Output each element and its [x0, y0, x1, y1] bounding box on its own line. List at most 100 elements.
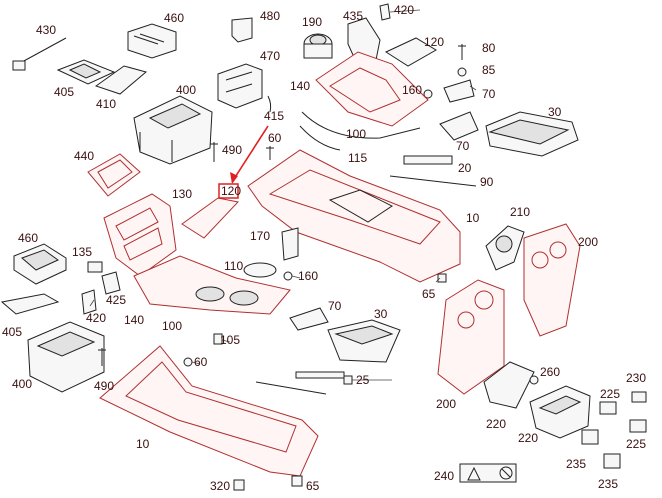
label-200-lower[interactable]: 200 [436, 397, 456, 411]
label-405-lower[interactable]: 405 [2, 325, 22, 339]
label-425[interactable]: 425 [106, 293, 126, 307]
label-230[interactable]: 230 [626, 371, 646, 385]
label-490-top[interactable]: 490 [222, 143, 242, 157]
label-10-lower[interactable]: 10 [136, 437, 150, 451]
part-430-cable [12, 37, 67, 71]
label-235-a[interactable]: 235 [566, 457, 586, 471]
label-115[interactable]: 115 [348, 151, 367, 165]
part-60-screw-lower [183, 357, 193, 367]
label-20-top[interactable]: 20 [458, 161, 472, 175]
label-235-b[interactable]: 235 [598, 477, 618, 491]
part-65-clip-upper [437, 273, 447, 283]
label-240[interactable]: 240 [434, 469, 454, 483]
label-220-switch[interactable]: 220 [518, 431, 538, 445]
label-400-top[interactable]: 400 [176, 83, 196, 97]
label-200-top[interactable]: 200 [578, 235, 598, 249]
part-140-cupholder-cover [133, 255, 291, 315]
part-210-vent [485, 225, 525, 271]
label-30-lower[interactable]: 30 [374, 307, 388, 321]
part-235-switch-a [581, 429, 599, 445]
part-200-upper-panel [523, 223, 581, 337]
part-160-top [423, 89, 433, 99]
label-225-b[interactable]: 225 [626, 437, 646, 451]
part-225-switch-a [599, 401, 617, 415]
label-260[interactable]: 260 [540, 365, 560, 379]
part-220-bin [483, 361, 535, 409]
label-140-lower[interactable]: 140 [124, 313, 144, 327]
label-480[interactable]: 480 [260, 9, 280, 23]
part-405-mat-top [56, 59, 116, 85]
label-80[interactable]: 80 [482, 41, 496, 55]
part-440-bezel [87, 153, 141, 197]
label-415[interactable]: 415 [264, 109, 284, 123]
label-490-lower[interactable]: 490 [94, 379, 114, 393]
part-135-clip [87, 261, 103, 273]
label-470[interactable]: 470 [260, 49, 280, 63]
label-60-top[interactable]: 60 [268, 131, 282, 145]
label-170[interactable]: 170 [250, 229, 270, 243]
label-25[interactable]: 25 [356, 373, 370, 387]
label-70-lower[interactable]: 70 [328, 299, 342, 313]
label-460-lower[interactable]: 460 [18, 231, 38, 245]
part-460-top [127, 23, 177, 59]
label-135[interactable]: 135 [72, 245, 92, 259]
label-65-lower[interactable]: 65 [306, 479, 320, 493]
label-220-bin[interactable]: 220 [486, 417, 506, 431]
part-240-warning-label [459, 463, 517, 483]
label-225-a[interactable]: 225 [600, 387, 620, 401]
label-160-lower[interactable]: 160 [298, 269, 318, 283]
label-130[interactable]: 130 [172, 187, 192, 201]
part-220-switch-block [529, 385, 591, 439]
part-70-latch-top [443, 79, 475, 103]
label-30-top[interactable]: 30 [548, 105, 562, 119]
part-90-wire [389, 175, 477, 187]
part-115-strip [299, 125, 341, 151]
label-110[interactable]: 110 [224, 259, 243, 273]
label-420[interactable]: 420 [394, 3, 414, 17]
selected-label-box[interactable] [218, 183, 239, 199]
label-60-lower[interactable]: 60 [194, 355, 208, 369]
part-320-clip [233, 479, 245, 491]
part-labels: 430 460 480 190 435 420 120 80 85 470 40… [2, 3, 646, 493]
part-65-clip-lower [291, 475, 303, 487]
label-70-top[interactable]: 70 [482, 87, 496, 101]
part-25-clip [343, 375, 353, 385]
label-435[interactable]: 435 [343, 9, 363, 23]
label-460[interactable]: 460 [164, 11, 184, 25]
part-85-nut [457, 67, 467, 77]
label-100-lower[interactable]: 100 [162, 319, 182, 333]
label-90-top[interactable]: 90 [480, 175, 494, 189]
label-120-lid[interactable]: 120 [424, 35, 444, 49]
part-130-frame [103, 193, 177, 277]
part-10-main-console [247, 149, 461, 283]
label-160-top[interactable]: 160 [402, 83, 422, 97]
label-120-selected[interactable]: 120 [221, 184, 241, 198]
part-225-switch-b [629, 419, 647, 433]
part-420-clip-top [379, 3, 391, 21]
label-400-lower[interactable]: 400 [12, 377, 32, 391]
part-140-upper-cover [315, 51, 429, 127]
label-100-top[interactable]: 100 [346, 127, 366, 141]
part-405-mat-lower [0, 293, 60, 315]
label-10-top[interactable]: 10 [466, 211, 480, 225]
label-65-top[interactable]: 65 [422, 287, 436, 301]
part-105-pin [213, 333, 223, 345]
part-260-screw [529, 375, 539, 385]
label-210[interactable]: 210 [510, 205, 530, 219]
part-120-lid [384, 37, 437, 67]
part-490-screw-lower [98, 348, 106, 366]
label-440[interactable]: 440 [74, 149, 94, 163]
label-420-lower[interactable]: 420 [86, 311, 106, 325]
label-85[interactable]: 85 [482, 63, 496, 77]
label-430[interactable]: 430 [36, 23, 56, 37]
part-400-housing-top [133, 95, 213, 165]
label-320[interactable]: 320 [210, 479, 230, 493]
label-405-top[interactable]: 405 [54, 85, 74, 99]
label-140-top[interactable]: 140 [290, 79, 310, 93]
label-70-mid[interactable]: 70 [456, 139, 470, 153]
part-410-mat [94, 65, 148, 95]
label-410[interactable]: 410 [96, 97, 116, 111]
part-235-switch-b [603, 453, 621, 469]
label-190[interactable]: 190 [302, 15, 322, 29]
label-105[interactable]: 105 [220, 333, 240, 347]
